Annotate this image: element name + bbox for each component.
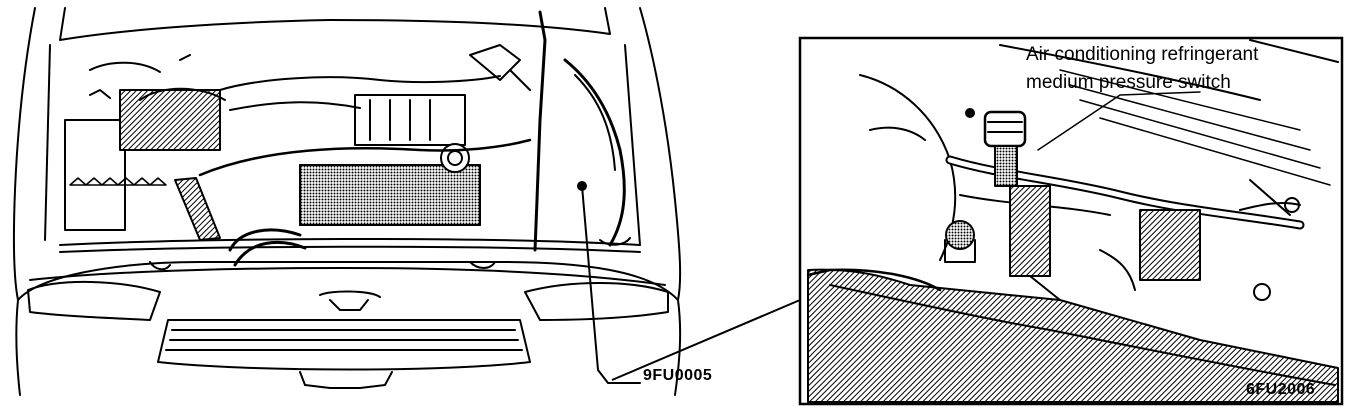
callout-leader <box>1037 91 1201 151</box>
closeup-illustration <box>806 39 1339 403</box>
fuse-box <box>64 119 126 231</box>
car-body-outline <box>13 7 682 301</box>
engine-block <box>299 164 481 226</box>
air-cleaner <box>119 89 221 151</box>
bumper <box>15 261 682 396</box>
ac-pressure-line <box>533 10 547 252</box>
receiver-cap <box>945 220 975 250</box>
left-headlamp <box>27 281 161 321</box>
grille <box>157 319 531 371</box>
pressure-switch <box>965 108 1061 301</box>
hood-opening <box>59 7 611 41</box>
connector-line <box>611 299 801 381</box>
leader-line-left <box>581 185 641 384</box>
right-headlamp <box>524 282 669 321</box>
callout-label-line-1: Air conditioning refringerant <box>1026 44 1259 65</box>
oil-filler-cap <box>440 143 470 173</box>
figure-code-right: 6FU2006 <box>1246 381 1316 398</box>
callout-label-line-2: medium pressure switch <box>1026 72 1231 93</box>
figure-code-left: 9FU0005 <box>643 367 713 384</box>
engine-bay-illustration <box>13 7 682 396</box>
bolt-2 <box>1253 283 1271 301</box>
intake-hose <box>228 228 307 267</box>
